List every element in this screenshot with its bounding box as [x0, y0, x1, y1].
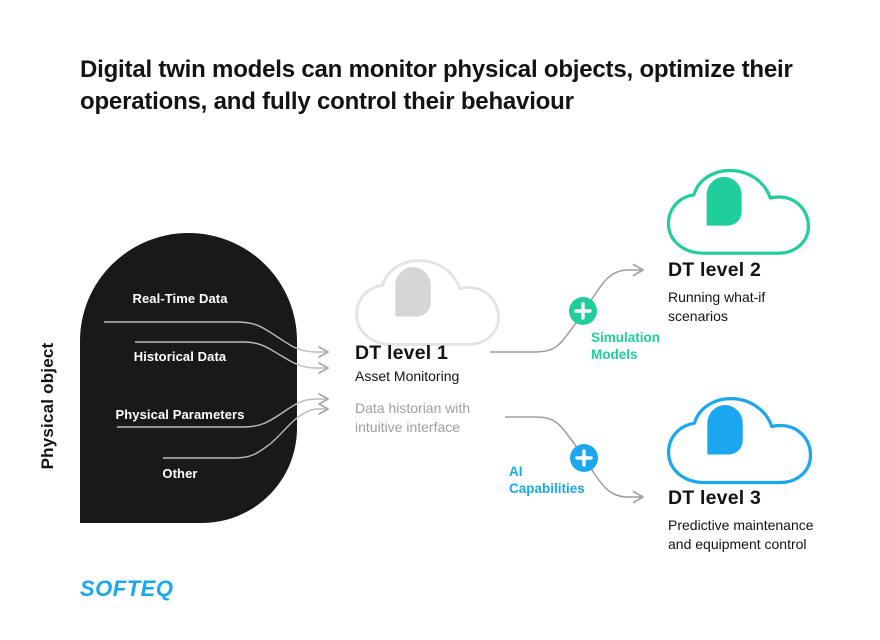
- cloud-blob: [707, 405, 743, 455]
- ai-capabilities-label: AI Capabilities: [509, 463, 601, 497]
- cloud-outline: [666, 168, 810, 255]
- softeq-logo: SOFTEQ: [80, 576, 174, 601]
- dt-level-1-title: DT level 1: [355, 342, 449, 364]
- cloud-blob: [395, 267, 431, 317]
- simulation-models-text: Simulation Models: [591, 330, 661, 362]
- dt-level-2-description: Running what-if scenarios: [668, 289, 766, 324]
- physical-object-label: Physical object: [38, 342, 57, 470]
- arrow-physical-parameters: [117, 393, 329, 428]
- cloud-icon-dt3: [666, 396, 813, 485]
- input-label-real-time-data: Real-Time Data: [132, 291, 228, 306]
- simulation-models-plus-icon: [569, 297, 597, 325]
- cloud-blob: [706, 176, 742, 226]
- cloud-outline: [355, 259, 500, 346]
- input-label-other: Other: [162, 466, 198, 481]
- cloud-outline: [666, 396, 813, 485]
- ai-capabilities-text: AI Capabilities: [509, 464, 585, 496]
- input-label-historical-data: Historical Data: [133, 349, 227, 364]
- dt-level-1-description: Data historian with intuitive interface: [355, 400, 471, 435]
- input-arrows: [104, 321, 329, 459]
- cloud-icon-dt2: [666, 168, 810, 255]
- page-title: Digital twin models can monitor physical…: [80, 56, 793, 115]
- physical-object-blob: [80, 233, 297, 523]
- cloud-icon-dt1: [355, 259, 500, 346]
- dt-level-3-description: Predictive maintenance and equipment con…: [668, 517, 814, 552]
- dt-level-3-title: DT level 3: [668, 487, 762, 509]
- arrow-historical-data: [135, 341, 329, 374]
- input-label-physical-parameters: Physical Parameters: [115, 407, 245, 422]
- ai-capabilities-plus-icon: [570, 444, 598, 472]
- simulation-models-label: Simulation Models: [591, 329, 691, 363]
- dt-level-1-subtitle: Asset Monitoring: [355, 368, 460, 384]
- arrow-other: [163, 403, 329, 459]
- arrow-real-time-data: [104, 321, 329, 358]
- dt-level-2-title: DT level 2: [668, 259, 762, 281]
